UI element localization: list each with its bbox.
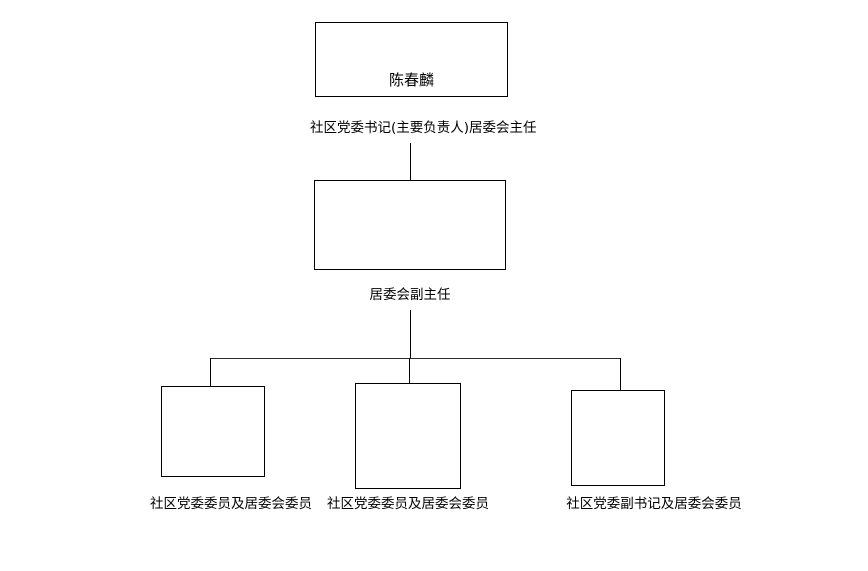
org-node-box-level2[interactable]: 邓就强 xyxy=(314,180,506,405)
org-node-box-level1[interactable]: 陈春麟 xyxy=(315,22,508,97)
org-node-role-mo: 社区党委委员及居委会委员 xyxy=(327,496,489,512)
org-node-box-mo[interactable]: 莫德钧 xyxy=(355,383,461,489)
connector-horizontal-bus xyxy=(210,358,621,359)
org-node-box-li[interactable]: 李淑贞 xyxy=(161,386,265,477)
connector-level1-to-level2 xyxy=(410,143,411,180)
connector-bus-to-mo xyxy=(409,358,410,383)
connector-bus-to-li xyxy=(210,358,211,386)
connector-level2-to-bus xyxy=(410,310,411,358)
org-node-role-li: 社区党委委员及居委会委员 xyxy=(150,496,312,512)
org-node-name-chen: 陈春麟 xyxy=(388,71,434,89)
org-node-box-liu[interactable]: 刘桂池 xyxy=(571,390,665,486)
connector-bus-to-liu xyxy=(620,358,621,390)
org-node-role-deng: 居委会副主任 xyxy=(369,287,451,303)
org-node-role-chen: 社区党委书记(主要负责人)居委会主任 xyxy=(310,120,537,136)
org-node-role-liu: 社区党委副书记及居委会委员 xyxy=(566,496,742,512)
